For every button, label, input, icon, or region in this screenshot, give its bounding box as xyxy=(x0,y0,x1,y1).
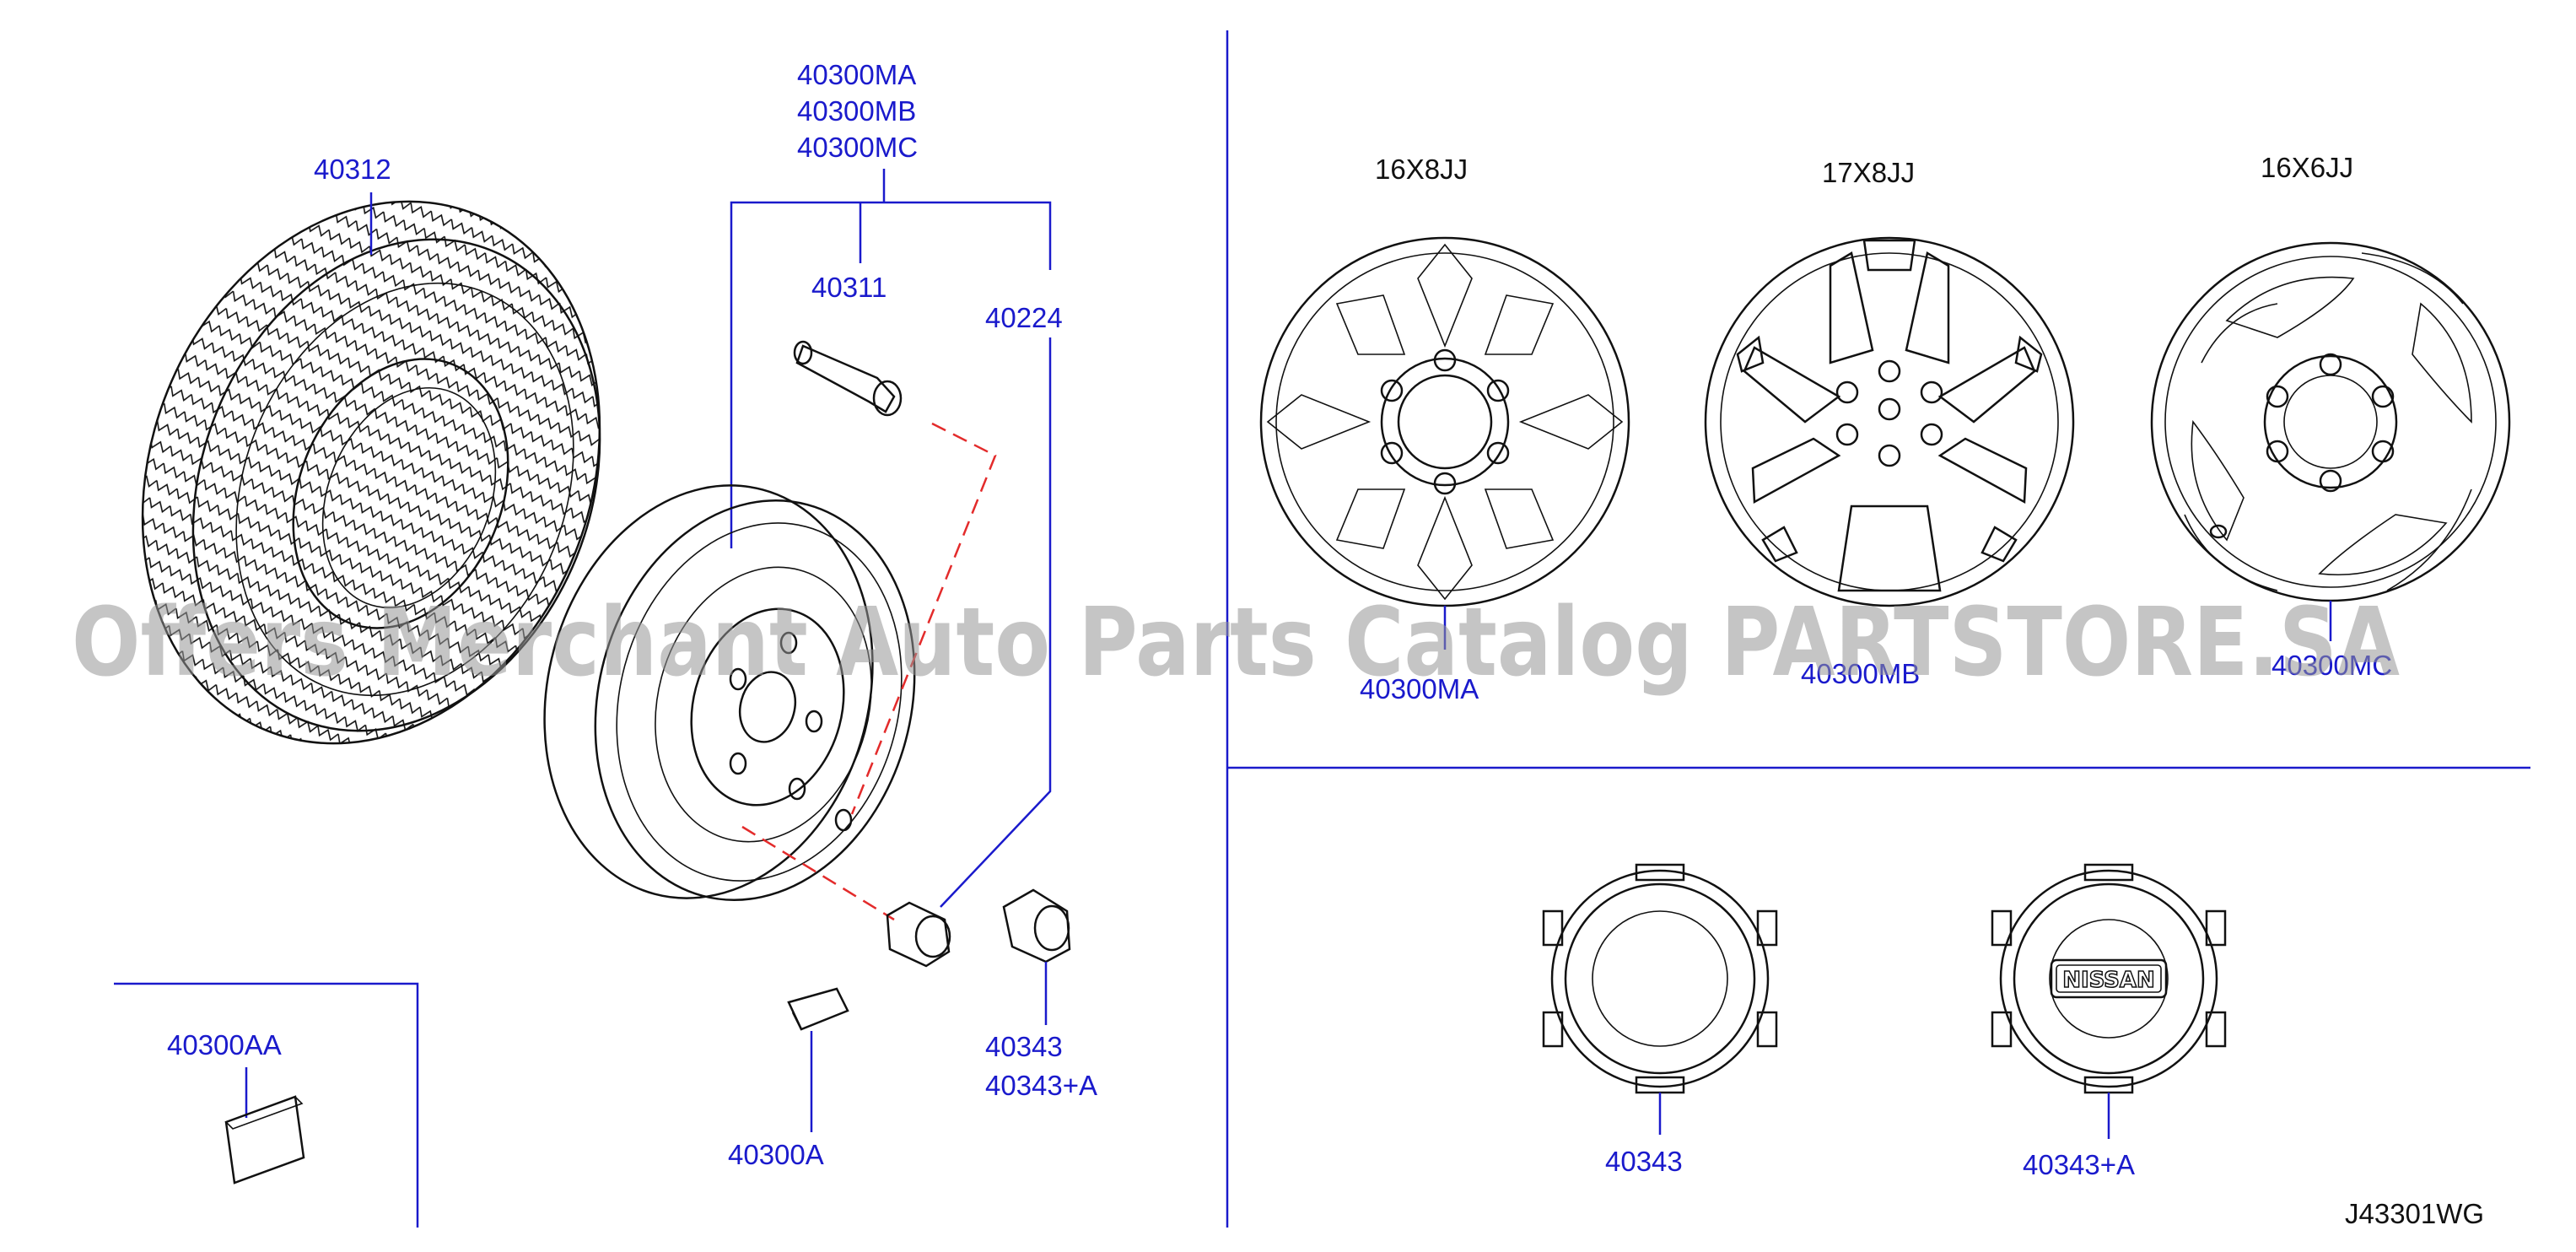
label-40343A-small[interactable]: 40343+A xyxy=(985,1070,1097,1101)
wheel-size-1: 16X8JJ xyxy=(1375,154,1468,185)
weight-clip-drawing xyxy=(787,987,849,1031)
leader-40224 xyxy=(940,337,1052,908)
watermark: Offers Merchant Auto Parts Catalog PARTS… xyxy=(72,588,2400,698)
label-40300A[interactable]: 40300A xyxy=(728,1139,824,1170)
nut-drawing xyxy=(886,901,951,968)
label-40312[interactable]: 40312 xyxy=(314,154,391,185)
label-40300MC[interactable]: 40300MC xyxy=(2272,650,2392,681)
label-40300AA[interactable]: 40300AA xyxy=(167,1029,282,1060)
alloy-wheel-16x8-drawing xyxy=(1259,236,1630,607)
steel-wheel-drawing xyxy=(543,484,916,901)
label-40343-cap[interactable]: 40343 xyxy=(1605,1146,1683,1177)
nut-dashed-line xyxy=(741,825,895,921)
tire-drawing xyxy=(141,200,601,745)
label-40343-small[interactable]: 40343 xyxy=(985,1031,1063,1062)
valve-dashed-line xyxy=(850,422,997,815)
label-40300MC-top[interactable]: 40300MC xyxy=(797,132,918,163)
label-40300MA[interactable]: 40300MA xyxy=(1360,673,1479,704)
alloy-wheel-16x6-drawing xyxy=(2150,241,2511,602)
wheel-size-3: 16X6JJ xyxy=(2261,152,2353,183)
label-40300MB-top[interactable]: 40300MB xyxy=(797,95,916,127)
valve-drawing xyxy=(793,340,903,417)
label-40300MA-top[interactable]: 40300MA xyxy=(797,59,916,90)
small-cap-drawing xyxy=(1002,888,1071,963)
bracket-wheel-group xyxy=(730,201,1052,548)
diagram-code: J43301WG xyxy=(2345,1198,2484,1229)
label-40224[interactable]: 40224 xyxy=(985,302,1063,333)
center-cap-plain-drawing xyxy=(1542,863,1778,1094)
inset-box-line xyxy=(114,982,419,1228)
wheel-size-2: 17X8JJ xyxy=(1822,157,1915,188)
label-40300MB[interactable]: 40300MB xyxy=(1801,658,1920,689)
adhesive-weight-drawing xyxy=(224,1095,305,1185)
label-40343A-cap[interactable]: 40343+A xyxy=(2023,1149,2135,1180)
label-40311[interactable]: 40311 xyxy=(811,272,887,303)
alloy-wheel-17x8-drawing xyxy=(1704,236,2075,607)
center-cap-nissan-drawing: NISSAN xyxy=(1991,863,2227,1094)
nissan-logo-text: NISSAN xyxy=(2062,968,2155,993)
